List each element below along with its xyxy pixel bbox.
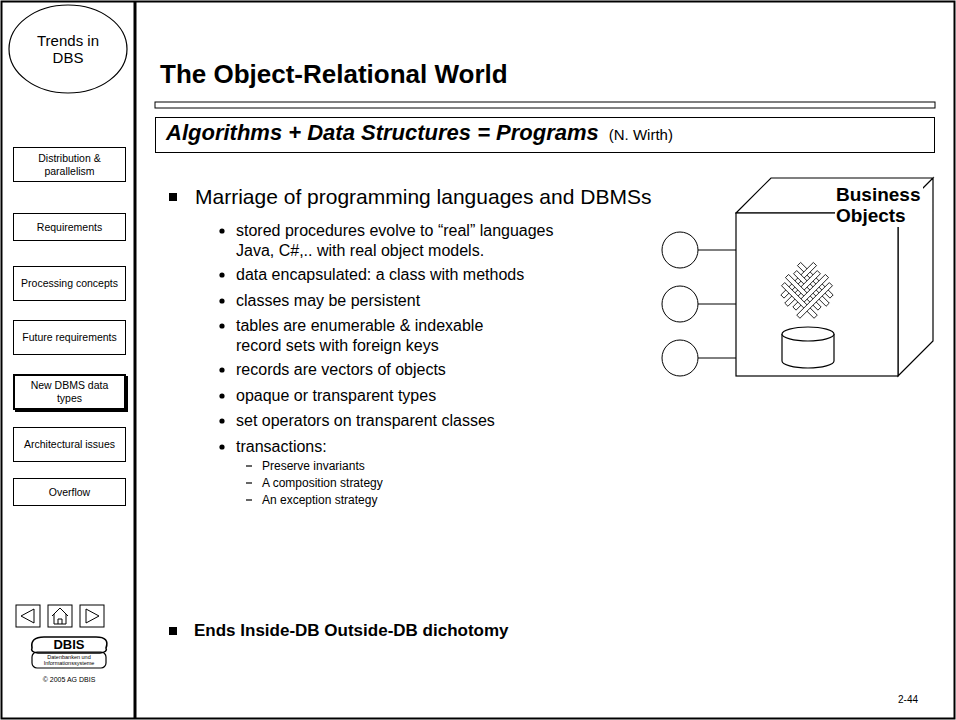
bullet-dot: [219, 444, 224, 449]
cylinder-top: [782, 327, 834, 341]
nav-arrow-right: [86, 609, 99, 623]
lattice-bar: [797, 283, 833, 319]
interface-line: [698, 304, 736, 305]
quote-text: Algorithms + Data Structures = Programs: [166, 120, 599, 146]
nav-label: Processing concepts: [21, 277, 118, 290]
bullet-text: set operators on transparent classes: [236, 411, 495, 431]
interface-circle: [662, 340, 698, 376]
nav-label: Overflow: [49, 486, 90, 499]
bullet-dot: [219, 298, 224, 303]
bullet-text: transactions:: [236, 437, 327, 457]
bullet-dot: [219, 272, 224, 277]
nav-arrow-left: [21, 609, 34, 623]
bullet-dot: [219, 393, 224, 398]
nav-label: Distribution & parallelism: [18, 152, 121, 177]
bullet-text: stored procedures evolve to “real” langu…: [236, 221, 581, 261]
bullet-text: Marriage of programming languages and DB…: [195, 184, 651, 210]
section-circle: Trends in DBS: [8, 4, 128, 94]
quote-author: (N. Wirth): [609, 126, 673, 143]
bullet-text: records are vectors of objects: [236, 360, 446, 380]
bullet-dot: [219, 228, 224, 233]
bullet-dash: [246, 482, 252, 483]
cube-faces: [736, 178, 933, 376]
logo-box: [32, 652, 106, 668]
nav-box: Future requirements: [13, 320, 126, 355]
object-lattice: [772, 256, 841, 325]
nav-box: Processing concepts: [13, 266, 126, 301]
cube-heading: Business Objects: [835, 185, 923, 227]
bullet-dot: [219, 323, 224, 328]
interface-circle: [662, 232, 698, 268]
bullet-dash: [246, 499, 252, 500]
nav-box: Architectural issues: [13, 427, 126, 462]
bullet-text: Preserve invariants: [262, 459, 365, 474]
bullet-dot: [219, 418, 224, 423]
bullet-text: data encapsulated: a class with methods: [236, 265, 524, 285]
interface-line: [698, 358, 736, 359]
slide-title: The Object-Relational World: [160, 58, 508, 91]
nav-button: [16, 605, 40, 627]
nav-home: [52, 608, 68, 624]
quote-box: Algorithms + Data Structures = Programs (…: [155, 117, 935, 153]
title-rule: [155, 102, 935, 108]
bullet-text: An exception strategy: [262, 493, 377, 508]
logo-text: Datenbanken und Informationssysteme: [34, 654, 104, 666]
sidebar-rule: [134, 1, 137, 719]
bullet-dot: [219, 367, 224, 372]
nav-button: [48, 605, 72, 627]
nav-label: Requirements: [37, 221, 102, 234]
nav-box: Requirements: [13, 213, 126, 241]
section-label: Trends in DBS: [26, 32, 110, 67]
nav-label: New DBMS data types: [19, 379, 120, 404]
nav-button: [80, 605, 104, 627]
bullet-text: tables are enumerable & indexable record…: [236, 316, 511, 356]
logo-text: DBIS: [14, 637, 124, 653]
nav-box: Overflow: [13, 478, 126, 506]
bullet-square: [169, 627, 177, 635]
nav-box: Distribution & parallelism: [13, 147, 126, 182]
bullet-square: [169, 193, 177, 201]
business-objects-cube: Business Objects: [735, 175, 935, 380]
interface-line: [698, 250, 736, 251]
cube-front: [736, 213, 898, 376]
nav-label: Future requirements: [22, 331, 117, 344]
circle-shape: [9, 5, 127, 93]
logo-text: © 2005 AG DBIS: [14, 676, 124, 685]
nav-label: Architectural issues: [24, 438, 115, 451]
bullet-text: Ends Inside-DB Outside-DB dichotomy: [194, 620, 509, 641]
bullet-text: A composition strategy: [262, 476, 383, 491]
page-number: 2-44: [898, 694, 918, 707]
bullet-text: opaque or transparent types: [236, 386, 436, 406]
interface-circle: [662, 286, 698, 322]
bullet-dash: [246, 465, 252, 466]
bullet-text: classes may be persistent: [236, 291, 420, 311]
nav-box-current: New DBMS data types: [13, 374, 126, 410]
